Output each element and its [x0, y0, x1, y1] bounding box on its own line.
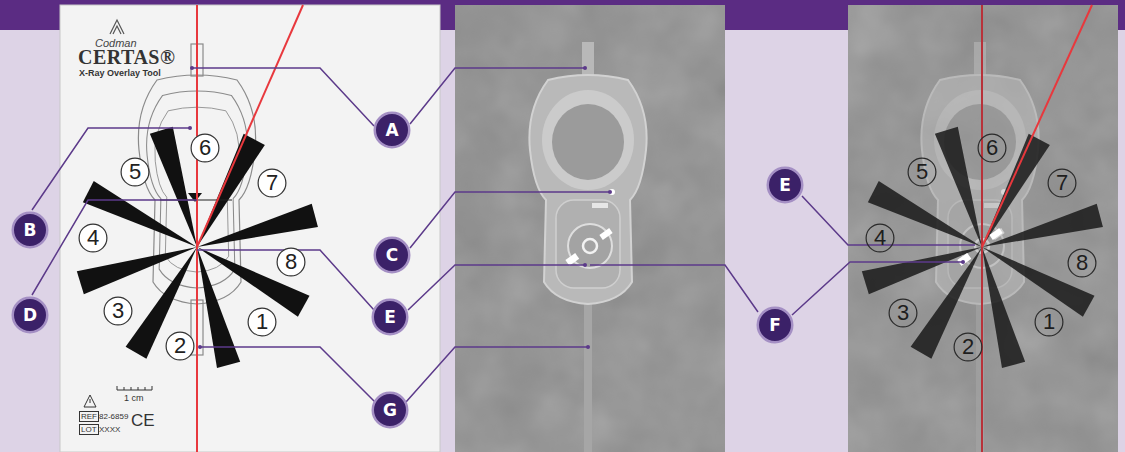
position-number: 4	[78, 223, 108, 253]
callout-letter: F	[756, 306, 794, 344]
red-diagonal-line	[982, 5, 1092, 247]
position-number: 5	[120, 157, 150, 187]
position-number: 4	[78, 223, 108, 253]
position-number: 2	[953, 332, 983, 362]
xray-texture	[848, 5, 1118, 452]
leader-line	[192, 68, 374, 126]
leader-line	[408, 265, 585, 310]
callout-letter: G	[371, 391, 409, 429]
leader-line	[802, 196, 975, 245]
callout-letter: E	[766, 166, 804, 204]
tool-name: X-Ray Overlay Tool	[79, 68, 161, 78]
xray-device	[529, 42, 646, 452]
warning-triangle	[84, 395, 96, 407]
position-number: 7	[257, 168, 287, 198]
position-number: 7	[1047, 168, 1077, 198]
position-number: 8	[1067, 248, 1097, 278]
xray-texture	[455, 5, 725, 452]
position-number: 7	[257, 168, 287, 198]
leader-line	[410, 68, 585, 124]
callout-letter: F	[756, 306, 794, 344]
position-number: 2	[165, 331, 195, 361]
red-vertical-line	[981, 5, 983, 452]
position-number: 1	[247, 307, 277, 337]
position-number: 6	[190, 133, 220, 163]
leader-dot	[961, 260, 965, 264]
position-number: 3	[103, 296, 133, 326]
leader-dot	[608, 190, 612, 194]
callout-letter: E	[371, 298, 409, 336]
leader-line	[792, 262, 963, 315]
leader-dot	[586, 345, 590, 349]
position-number: 3	[888, 298, 918, 328]
position-number: 1	[1034, 307, 1064, 337]
xray-device	[921, 42, 1038, 452]
callout-letter: E	[766, 166, 804, 204]
ce-mark: CE	[131, 411, 155, 431]
leader-line	[406, 347, 588, 402]
position-number: 3	[888, 298, 918, 328]
xray-panel	[455, 5, 725, 452]
position-number: 8	[276, 247, 306, 277]
callout-letter: E	[371, 298, 409, 336]
position-number: 4	[865, 223, 895, 253]
lot-number: XXXX	[99, 425, 120, 434]
leader-line	[32, 128, 190, 210]
callout-letter: A	[373, 111, 411, 149]
leader-dot	[583, 263, 587, 267]
leader-dot	[188, 126, 192, 130]
position-number: 5	[120, 157, 150, 187]
position-number: 2	[953, 332, 983, 362]
leader-dot	[198, 345, 202, 349]
leader-line	[200, 347, 375, 402]
position-number: 5	[907, 157, 937, 187]
valve-marker	[989, 228, 1002, 240]
red-diagonal-line	[197, 5, 303, 247]
lot-symbol: LOT	[79, 424, 99, 435]
leader-dot	[583, 66, 587, 70]
position-number: 2	[165, 331, 195, 361]
callout-letter: B	[11, 211, 49, 249]
callout-letter: D	[11, 296, 49, 334]
leader-dots	[188, 66, 965, 349]
warning-mark	[90, 399, 91, 403]
ref-symbol: REF	[79, 411, 99, 422]
leader-dot	[190, 66, 194, 70]
product-name: CERTAS®	[78, 46, 175, 69]
leader-lines	[32, 68, 975, 402]
leader-line	[32, 200, 197, 295]
logo-icon	[110, 20, 124, 34]
position-number: 6	[977, 133, 1007, 163]
position-number: 3	[103, 296, 133, 326]
callout-letter: B	[11, 211, 49, 249]
callout-letter: D	[11, 296, 49, 334]
position-number: 5	[907, 157, 937, 187]
scale-label: 1 cm	[124, 393, 144, 403]
leader-line	[410, 192, 610, 248]
position-number: 1	[247, 307, 277, 337]
leader-line	[590, 265, 758, 312]
valve-marker	[957, 253, 971, 266]
position-number: 1	[1034, 307, 1064, 337]
scale-bar	[117, 386, 152, 390]
position-number: 8	[1067, 248, 1097, 278]
position-number: 8	[276, 247, 306, 277]
callout-letter: A	[373, 111, 411, 149]
callout-letter: C	[373, 236, 411, 274]
xray-panel	[848, 5, 1118, 452]
position-number: 6	[977, 133, 1007, 163]
position-number: 7	[1047, 168, 1077, 198]
overlay-card	[60, 5, 440, 452]
red-vertical-line	[196, 5, 198, 452]
callout-letter: G	[371, 391, 409, 429]
callout-letter: C	[373, 236, 411, 274]
position-number: 4	[865, 223, 895, 253]
ref-number: 82-6859	[99, 412, 128, 421]
position-number: 6	[190, 133, 220, 163]
